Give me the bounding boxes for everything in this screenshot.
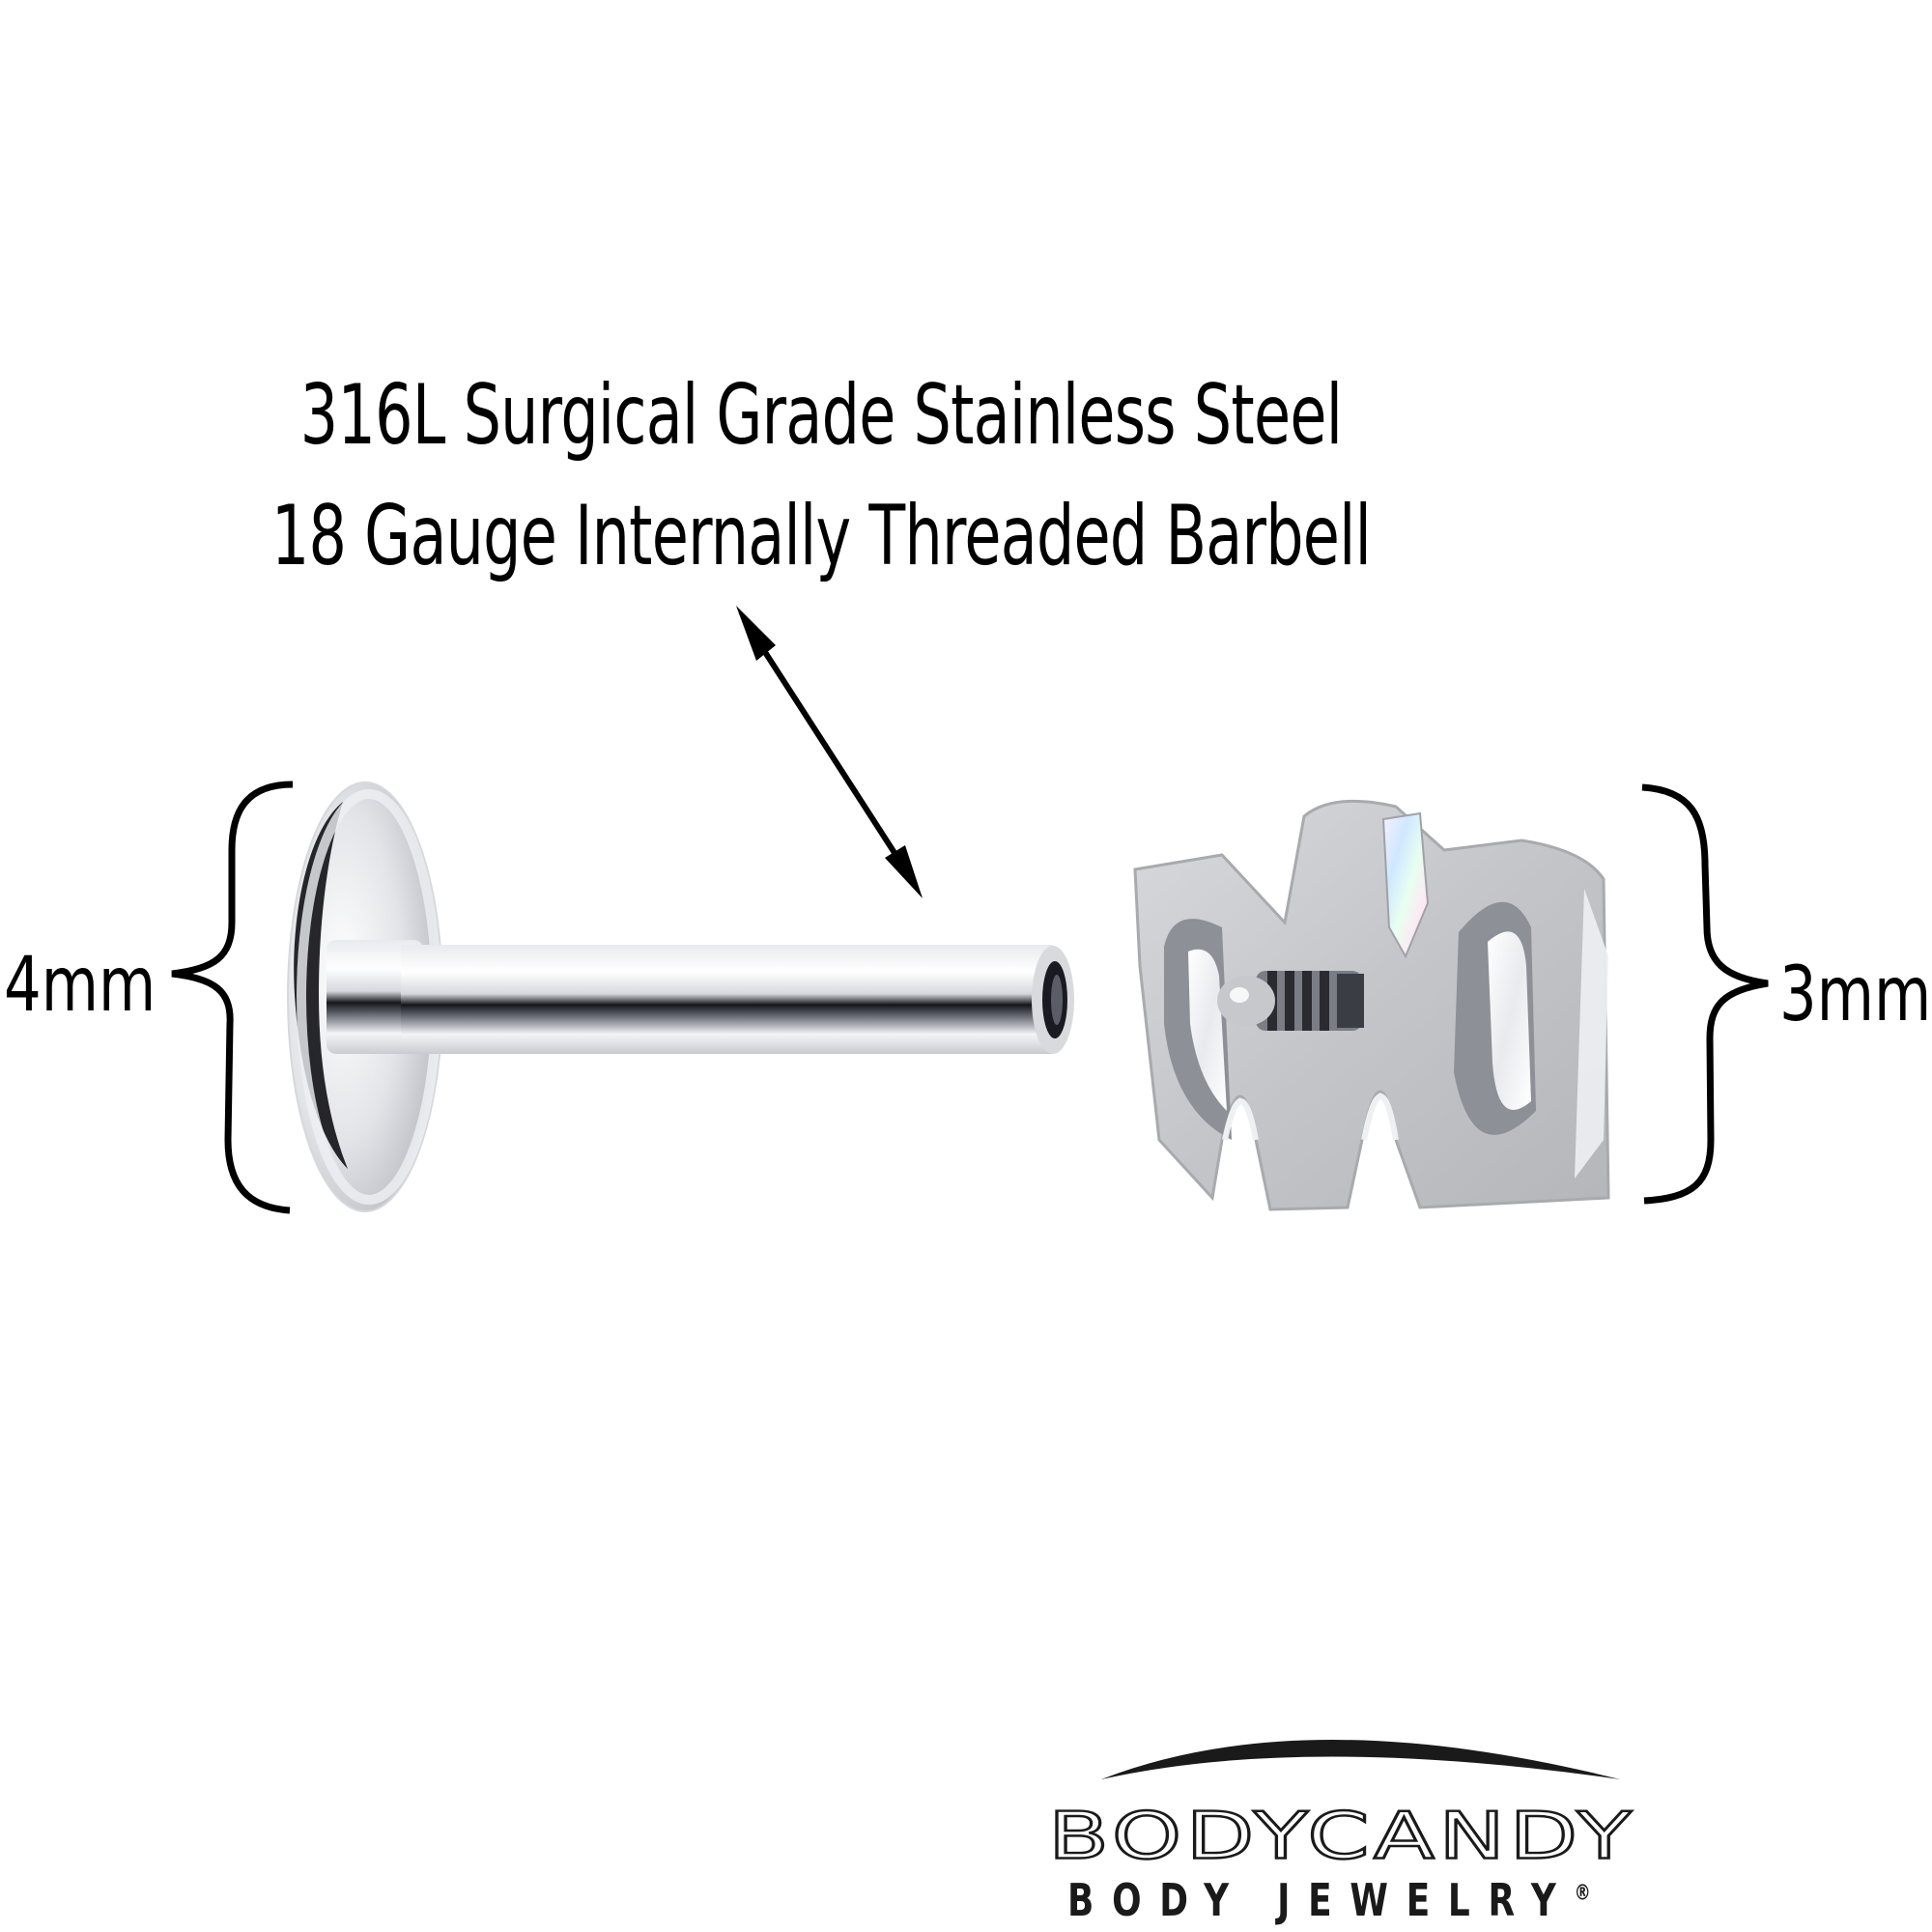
gauge-description: 18 Gauge Internally Threaded Barbell [270,488,1372,584]
labret-barbell-image [287,781,1074,1212]
brand-logo-wordmark: BODYCANDY [1046,1798,1636,1875]
logo-arc-icon [1101,1740,1620,1779]
brand-tagline-text: BODY JEWELRY [1067,1874,1575,1926]
threaded-post [1217,971,1364,1031]
disc-size-label: 4mm [4,942,156,1029]
lotus-charm-top-image [1133,799,1610,1211]
charm-size-label: 3mm [1779,952,1932,1038]
brand-tagline: BODY JEWELRY® [1067,1874,1730,1926]
registered-trademark-icon: ® [1574,1881,1591,1906]
material-description: 316L Surgical Grade Stainless Steel [299,367,1343,464]
left-brace-icon [171,781,294,1214]
right-brace-icon [1641,783,1769,1205]
double-arrow-icon [736,606,923,898]
